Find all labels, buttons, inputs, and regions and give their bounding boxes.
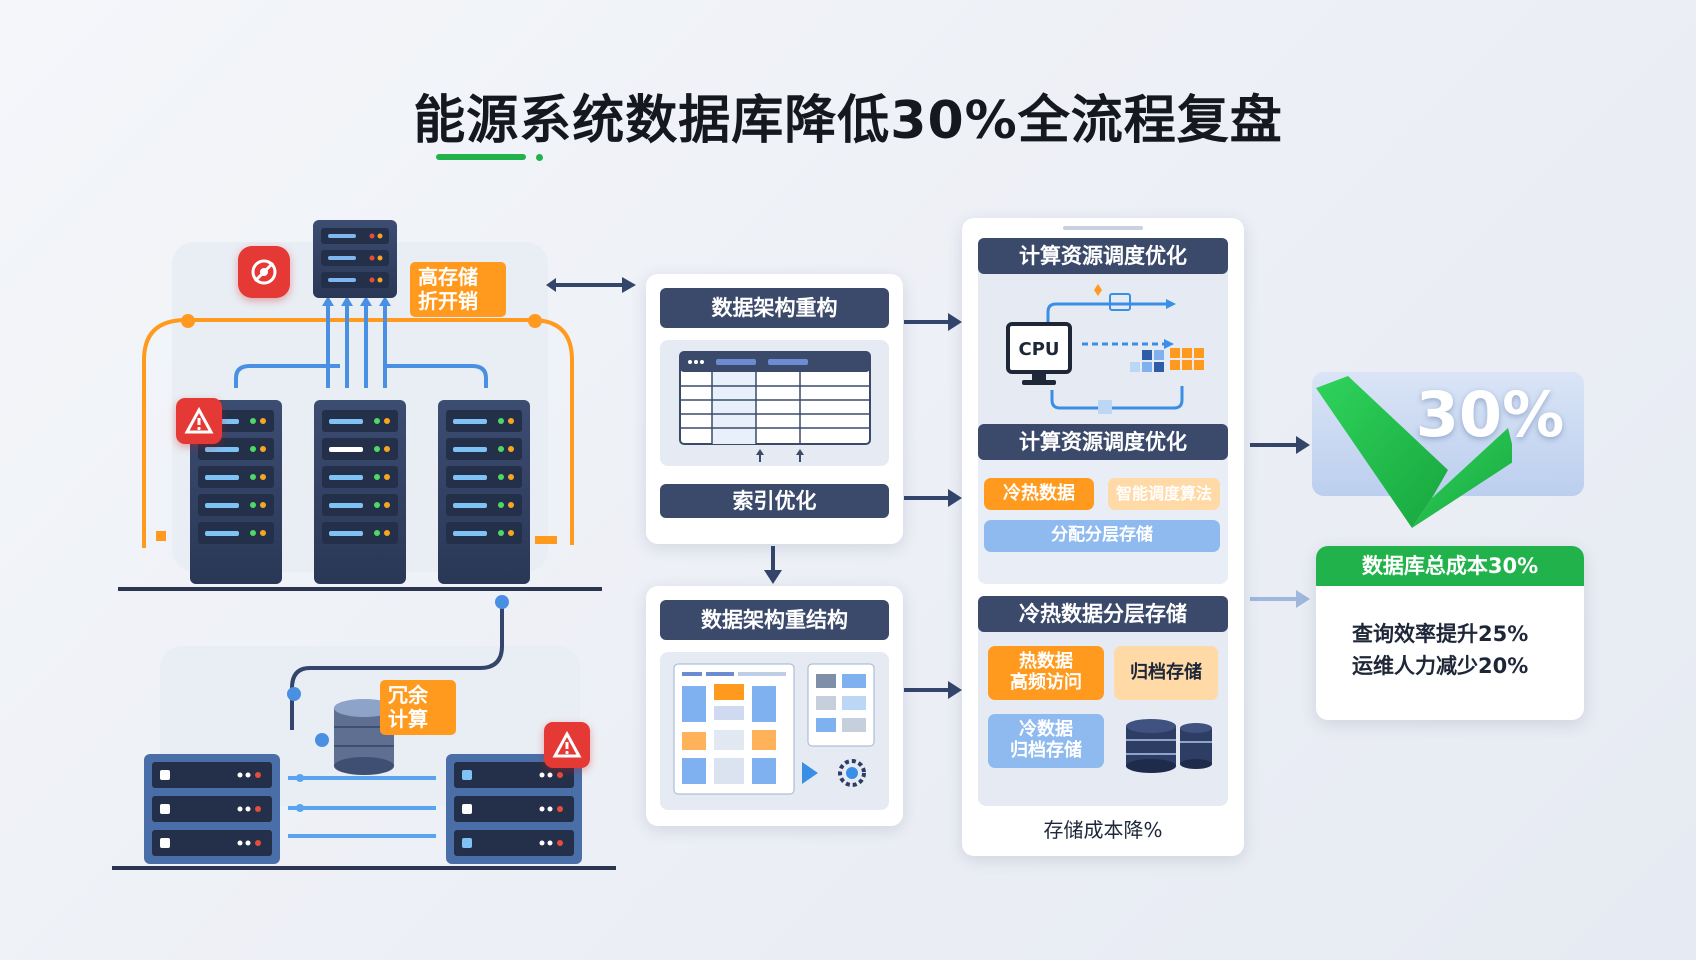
tiered-storage-label: 分配分层存储 [1051,525,1153,546]
title-underline-dot [536,154,543,161]
pill-smart-scheduling: 智能调度算法 [1108,478,1220,510]
hot-cold-data-label: 冷热数据 [1003,482,1075,504]
checkmark-icon [1316,376,1512,528]
optimization-panel: 计算资源调度优化 CPU 计算资源调度优化 冷热数据 智能调度 [962,218,1244,856]
orange-node [156,531,166,541]
orange-node [535,536,557,544]
storage-disks-icon [1126,719,1212,773]
section-hot-cold-tiering: 冷热数据分层存储 热数据 高频访问 归档存储 冷数据 归档存储 [978,596,1228,806]
tile-hot-data: 热数据 高频访问 [988,646,1104,700]
alert-gear-icon [238,246,290,298]
cold-data-label: 冷数据 [1019,719,1073,741]
pill-tiered-storage: 分配分层存储 [984,520,1220,552]
result-card-title: 数据库总成本30% [1316,546,1584,586]
top-server [313,220,397,298]
section-compute-scheduling-1: 计算资源调度优化 CPU [978,238,1228,448]
cpu-label: CPU [1018,339,1059,360]
tag-line: 冗余 [388,683,428,707]
server-rack-middle [314,400,406,584]
card-schema-restructure-title: 数据架构重结构 [660,600,889,640]
orange-node [528,314,542,328]
tag-redundant-compute: 冗余 计算 [380,680,456,736]
result-card: 数据库总成本30% 查询效率提升25% 运维人力减少20% [1316,546,1584,720]
table-panel [660,340,889,466]
smart-scheduling-label: 智能调度算法 [1115,483,1212,503]
schema-layout-icon [673,663,875,795]
hot-data-label: 热数据 [1019,651,1073,673]
orange-node [181,314,195,328]
archive-label: 归档存储 [1130,661,1202,683]
server-bottom-left [144,754,280,864]
tile-cold-data: 冷数据 归档存储 [988,714,1104,768]
section3-title: 冷热数据分层存储 [978,596,1228,632]
section2-title: 计算资源调度优化 [978,424,1228,460]
title-underline [436,154,526,160]
cpu-scheduling-icon: CPU [1006,284,1204,414]
cold-data-sub: 归档存储 [1010,740,1082,761]
pill-hot-cold-data: 冷热数据 [984,478,1094,510]
index-table-icon [679,351,871,462]
storage-cost-footer: 存储成本降% [1043,818,1163,842]
page-title: 能源系统数据库降低30%全流程复盘 [413,91,1283,151]
card-schema-refactor: 数据架构重构 索引优化 [646,274,903,544]
hot-data-sub: 高频访问 [1010,672,1082,693]
layout-panel [660,652,889,810]
section-compute-scheduling-2: 计算资源调度优化 冷热数据 智能调度算法 分配分层存储 [978,424,1228,584]
card-schema-refactor-title: 数据架构重构 [660,288,889,328]
tile-archive: 归档存储 [1114,646,1218,700]
tag-line: 高存储 [418,265,478,289]
tag-high-storage: 高存储 折开销 [410,262,506,318]
tag-line: 计算 [388,706,428,731]
section1-title: 计算资源调度优化 [978,238,1228,274]
result-line-query: 查询效率提升25% [1352,622,1529,646]
tag-line: 折开销 [418,288,478,313]
server-bottom-right [446,754,582,864]
result-line-ops: 运维人力减少20% [1352,654,1529,678]
card-schema-restructure: 数据架构重结构 [646,586,903,826]
warning-icon [544,722,590,768]
panel-handle [1063,226,1143,230]
percent-value: 30% [1415,378,1565,451]
card-index-optimization-title: 索引优化 [660,484,889,518]
warning-icon [176,398,222,444]
server-rack-right [438,400,530,584]
